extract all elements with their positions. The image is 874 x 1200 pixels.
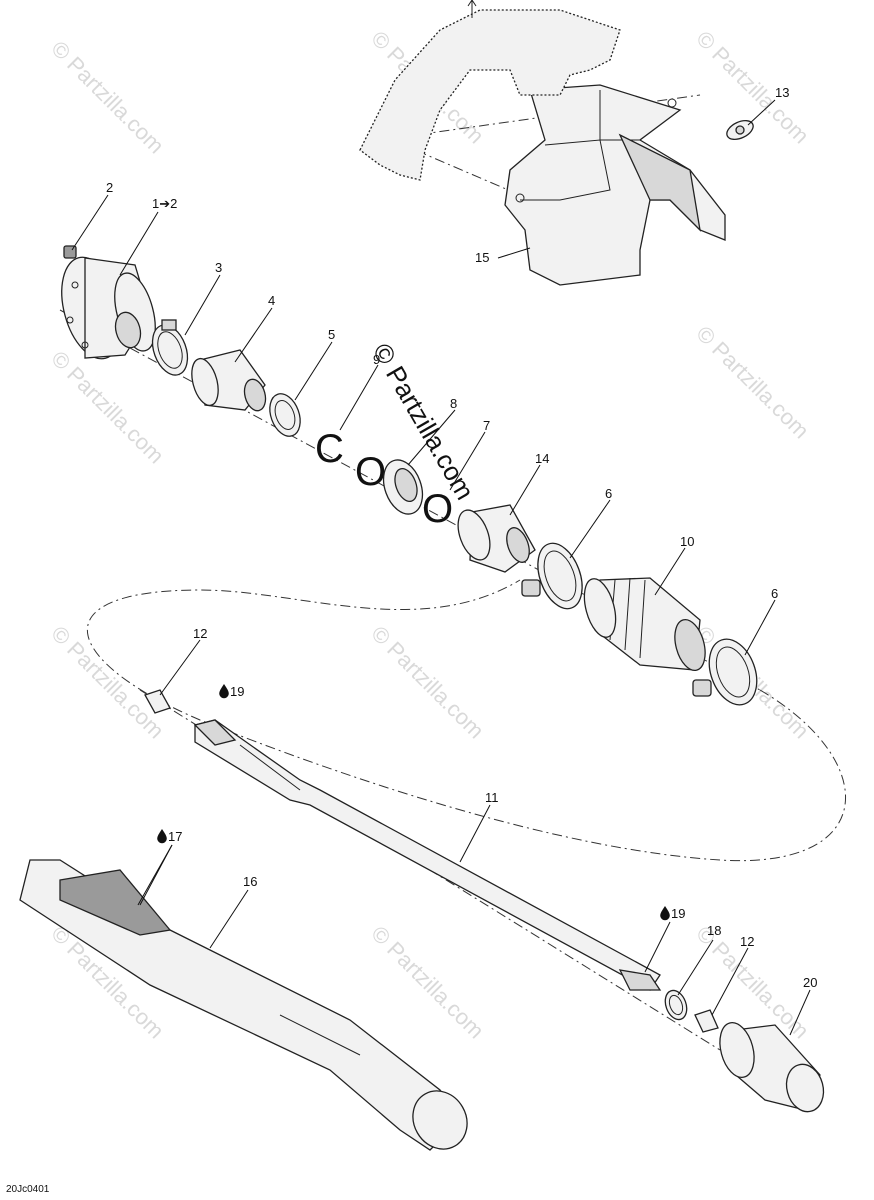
callout-4: 4 xyxy=(268,293,275,308)
part-14-bushing xyxy=(457,504,536,573)
part-16-tube xyxy=(19,859,468,1151)
callout-9: 9 xyxy=(373,352,380,367)
part-20-fitting xyxy=(719,1021,825,1113)
part-1-flange xyxy=(61,256,156,360)
watermark-text: © Partzilla.com xyxy=(366,921,489,1044)
callout-20: 20 xyxy=(803,975,817,990)
part-15-bracket xyxy=(359,0,621,181)
callout-17: 17 xyxy=(168,829,182,844)
part-12-plug-upper xyxy=(144,689,171,714)
callout-7: 7 xyxy=(483,418,490,433)
callout-15: 15 xyxy=(475,250,489,265)
callout-16: 16 xyxy=(243,874,257,889)
drop-icon xyxy=(157,829,167,844)
part-6-clamp-upper xyxy=(521,542,583,610)
part-18-ring xyxy=(664,989,688,1021)
parts-9-8-7-rings: C O O xyxy=(315,427,453,531)
watermark-text: © Partzilla.com xyxy=(366,621,489,744)
callout-6: 6 xyxy=(771,586,778,601)
lube-callout-19: 19 xyxy=(219,684,244,699)
callout-8: 8 xyxy=(450,396,457,411)
callout-2: 2 xyxy=(106,180,113,195)
callout-10: 10 xyxy=(680,534,694,549)
watermark-text: © Partzilla.com xyxy=(46,36,169,159)
diagram-code: 20Jc0401 xyxy=(6,1184,50,1195)
watermark-text: © Partzilla.com xyxy=(691,321,814,444)
callout-labels: 2 1➔2 3 4 5 9 8 7 14 6 10 6 13 15 12 11 … xyxy=(106,85,817,990)
part-6-clamp-lower xyxy=(692,638,758,706)
callout-13: 13 xyxy=(775,85,789,100)
callout-11: 11 xyxy=(485,790,499,805)
callout-12: 12 xyxy=(740,934,754,949)
part-2-fitting xyxy=(63,245,77,259)
watermark-layer: © Partzilla.com © Partzilla.com © Partzi… xyxy=(46,26,814,1044)
drop-icon xyxy=(660,906,670,921)
part-12-plug-lower xyxy=(694,1009,719,1033)
assembly-axis xyxy=(59,94,846,1051)
lube-arrow xyxy=(137,844,173,906)
callout-6: 6 xyxy=(605,486,612,501)
part-15-cover xyxy=(504,84,726,286)
callout-14: 14 xyxy=(535,451,549,466)
watermark-text: © Partzilla.com xyxy=(46,346,169,469)
callout-19: 19 xyxy=(671,906,685,921)
callout-19: 19 xyxy=(230,684,244,699)
callout-5: 5 xyxy=(328,327,335,342)
lube-callout-17: 17 xyxy=(157,829,182,844)
svg-text:O: O xyxy=(355,450,386,494)
part-13-fastener xyxy=(726,119,754,141)
part-10-boot xyxy=(583,577,706,672)
part-5-clamp xyxy=(269,393,301,437)
callout-12: 12 xyxy=(193,626,207,641)
drop-icon xyxy=(219,684,229,699)
callout-1: 1➔2 xyxy=(152,196,177,211)
leader-lines xyxy=(71,99,811,1036)
lube-callout-19: 19 xyxy=(660,906,685,921)
part-4-sleeve xyxy=(191,349,267,412)
svg-text:C: C xyxy=(315,427,344,471)
callout-3: 3 xyxy=(215,260,222,275)
watermark-text: © Partzilla.com xyxy=(46,621,169,744)
part-11-shaft xyxy=(193,719,662,991)
svg-text:O: O xyxy=(422,487,453,531)
callout-18: 18 xyxy=(707,923,721,938)
part-3-clamp xyxy=(151,319,189,376)
